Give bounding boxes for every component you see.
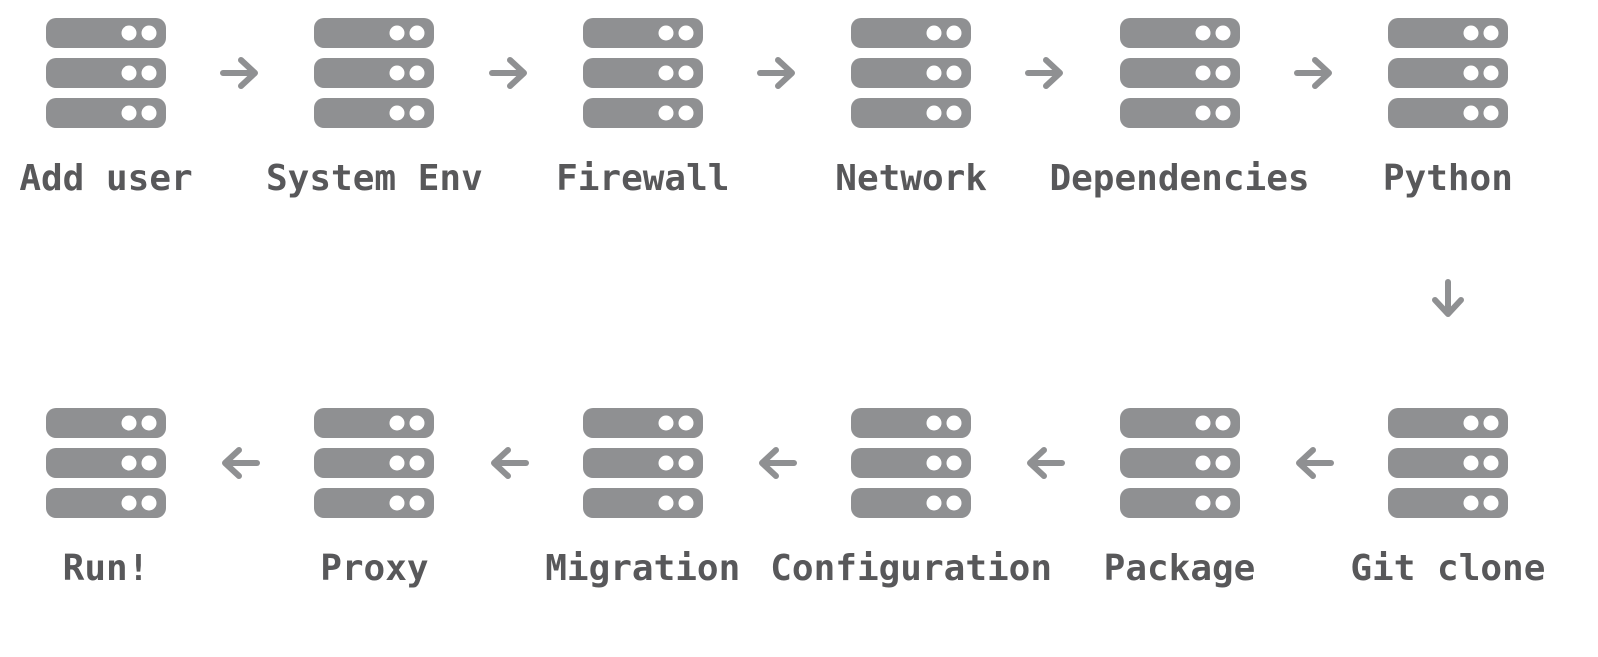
arrow-left-icon bbox=[222, 447, 261, 479]
arrow-right-icon bbox=[488, 57, 527, 89]
arrow-right-icon bbox=[1025, 57, 1064, 89]
arrow-left-icon bbox=[1295, 447, 1334, 479]
server-stack-icon bbox=[851, 18, 972, 128]
flow-node-label: Add user bbox=[19, 158, 193, 199]
server-stack-icon bbox=[582, 18, 703, 128]
flow-row-bottom: Run! Proxy Mig bbox=[0, 408, 1598, 590]
server-stack-icon bbox=[851, 408, 972, 518]
flow-connector-row bbox=[0, 275, 1598, 323]
flow-node-label: Proxy bbox=[320, 548, 429, 589]
flow-node: Package bbox=[1104, 408, 1255, 590]
arrow-left-icon bbox=[758, 447, 797, 479]
flow-node-label: Package bbox=[1103, 548, 1256, 589]
arrow-left-icon bbox=[490, 447, 529, 479]
flow-node: Migration bbox=[545, 408, 740, 590]
flow-node-label: Firewall bbox=[556, 158, 730, 199]
flow-node-label: Dependencies bbox=[1049, 158, 1310, 199]
server-stack-icon bbox=[314, 408, 435, 518]
flow-node-label: Network bbox=[835, 158, 987, 199]
arrow-left-icon bbox=[1027, 447, 1066, 479]
server-stack-icon bbox=[1387, 18, 1508, 128]
flow-node: Add user bbox=[19, 18, 193, 200]
server-stack-icon bbox=[582, 408, 703, 518]
server-stack-icon bbox=[314, 18, 435, 128]
flow-node: Dependencies bbox=[1049, 18, 1310, 200]
flow-node-label: Git clone bbox=[1350, 548, 1546, 589]
arrow-right-icon bbox=[1293, 57, 1332, 89]
server-stack-icon bbox=[1119, 408, 1240, 518]
flow-node: System Env bbox=[266, 18, 483, 200]
flow-node-label: System Env bbox=[266, 158, 483, 199]
flow-node: Network bbox=[835, 18, 987, 200]
flow-node: Configuration bbox=[770, 408, 1052, 590]
flow-node: Python bbox=[1383, 18, 1513, 200]
arrow-right-icon bbox=[756, 57, 795, 89]
flow-node: Firewall bbox=[556, 18, 729, 200]
flow-node-label: Run! bbox=[62, 548, 150, 589]
server-stack-icon bbox=[1387, 408, 1508, 518]
flow-row-top: Add user System Env bbox=[0, 0, 1598, 200]
arrow-right-icon bbox=[220, 57, 259, 89]
flow-node: Git clone bbox=[1350, 408, 1545, 590]
arrow-down-icon bbox=[1432, 279, 1464, 317]
flow-node: Run! bbox=[46, 408, 166, 590]
server-stack-icon bbox=[46, 18, 166, 128]
flow-node-label: Configuration bbox=[770, 548, 1053, 589]
flow-node: Proxy bbox=[314, 408, 435, 590]
flow-node-label: Python bbox=[1382, 158, 1513, 199]
server-stack-icon bbox=[46, 408, 166, 518]
server-stack-icon bbox=[1119, 18, 1240, 128]
flow-node-label: Migration bbox=[545, 548, 741, 589]
